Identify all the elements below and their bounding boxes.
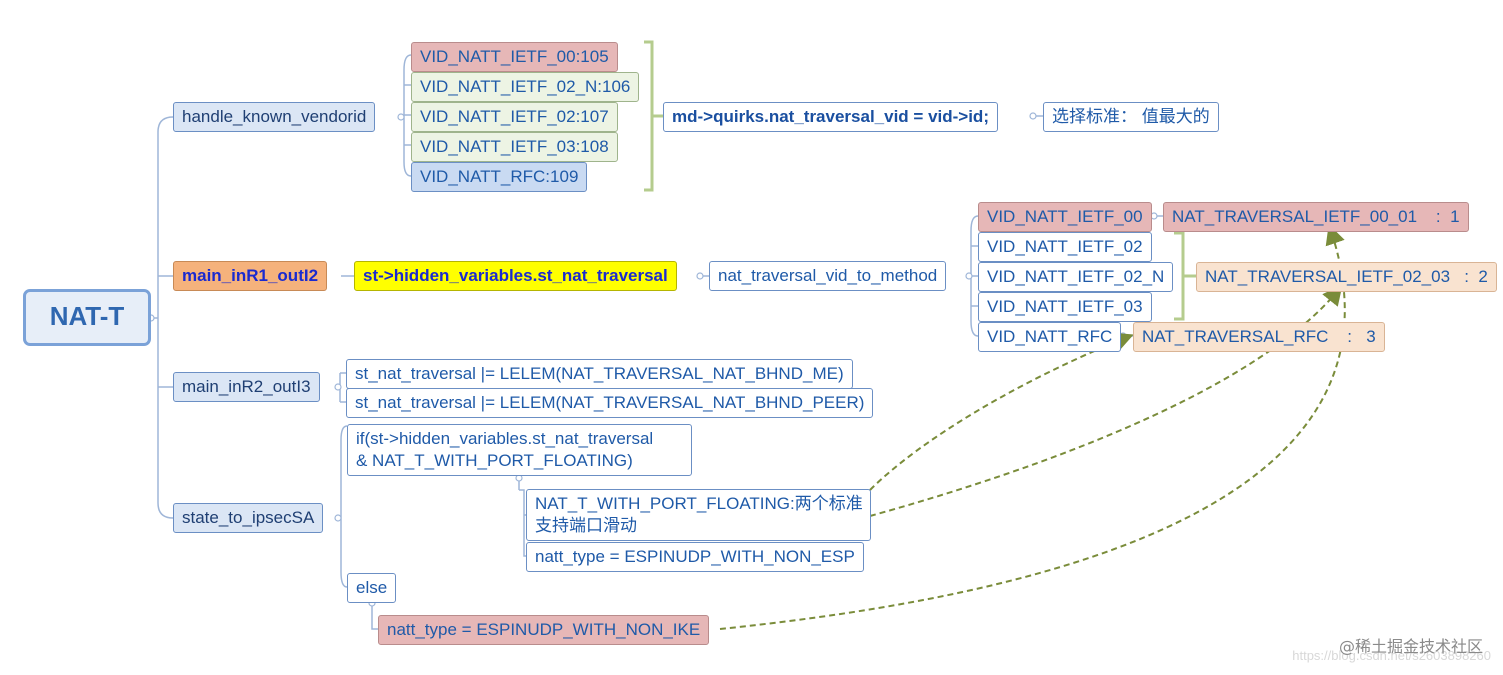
node-nat-traversal-ietf-02-03[interactable]: NAT_TRAVERSAL_IETF_02_03 : 2 (1196, 262, 1497, 292)
node-vid-to-method[interactable]: nat_traversal_vid_to_method (709, 261, 947, 291)
node-method-vid-ietf-02[interactable]: VID_NATT_IETF_02 (978, 232, 1152, 262)
node-hidden-variables[interactable]: st->hidden_variables.st_nat_traversal (354, 261, 677, 291)
node-method-vid-ietf-00[interactable]: VID_NATT_IETF_00 (978, 202, 1152, 232)
if-condition-line-1: if(st->hidden_variables.st_nat_traversal (356, 429, 654, 448)
node-vid-natt-ietf-00-105[interactable]: VID_NATT_IETF_00:105 (411, 42, 618, 72)
node-if-condition[interactable]: if(st->hidden_variables.st_nat_traversal… (347, 424, 692, 476)
node-bhnd-peer[interactable]: st_nat_traversal |= LELEM(NAT_TRAVERSAL_… (346, 388, 874, 418)
if-condition-line-2: & NAT_T_WITH_PORT_FLOATING) (356, 451, 633, 470)
node-nat-traversal-ietf-00-01[interactable]: NAT_TRAVERSAL_IETF_00_01 : 1 (1163, 202, 1469, 232)
node-handle-known-vendorid[interactable]: handle_known_vendorid (173, 102, 376, 132)
node-port-floating[interactable]: NAT_T_WITH_PORT_FLOATING:两个标准 支持端口滑动 (526, 489, 871, 541)
node-selection-note[interactable]: 选择标准： 值最大的 (1043, 102, 1219, 132)
ietf02-bracket (1174, 231, 1185, 321)
node-natt-non-ike[interactable]: natt_type = ESPINUDP_WITH_NON_IKE (378, 615, 710, 645)
port-floating-line-2: 支持端口滑动 (535, 516, 637, 535)
arrow-to-rfc (869, 332, 1134, 491)
node-method-vid-ietf-02-n[interactable]: VID_NATT_IETF_02_N (978, 262, 1174, 292)
node-method-vid-rfc[interactable]: VID_NATT_RFC (978, 322, 1122, 352)
node-bhnd-me[interactable]: st_nat_traversal |= LELEM(NAT_TRAVERSAL_… (346, 359, 853, 389)
node-state-to-ipsecsa[interactable]: state_to_ipsecSA (173, 503, 324, 533)
node-vid-natt-ietf-03-108[interactable]: VID_NATT_IETF_03:108 (411, 132, 618, 162)
node-vid-natt-ietf-02-n-106[interactable]: VID_NATT_IETF_02_N:106 (411, 72, 640, 102)
source-url: https://blog.csdn.net/s2603898260 (1292, 648, 1491, 663)
root-node-nat-t[interactable]: NAT-T (23, 289, 151, 346)
node-vid-natt-ietf-02-107[interactable]: VID_NATT_IETF_02:107 (411, 102, 618, 132)
node-quirks-assignment[interactable]: md->quirks.nat_traversal_vid = vid->id; (663, 102, 998, 132)
node-method-vid-ietf-03[interactable]: VID_NATT_IETF_03 (978, 292, 1152, 322)
node-natt-non-esp[interactable]: natt_type = ESPINUDP_WITH_NON_ESP (526, 542, 864, 572)
watermark: @稀土掘金技术社区 (1338, 637, 1483, 656)
node-vid-natt-rfc-109[interactable]: VID_NATT_RFC:109 (411, 162, 588, 192)
node-main-inr1-outi2[interactable]: main_inR1_outI2 (173, 261, 328, 291)
node-nat-traversal-rfc[interactable]: NAT_TRAVERSAL_RFC : 3 (1133, 322, 1385, 352)
node-main-inr2-outi3[interactable]: main_inR2_outI3 (173, 372, 320, 402)
vendor-bracket (644, 40, 654, 192)
port-floating-line-1: NAT_T_WITH_PORT_FLOATING:两个标准 (535, 494, 863, 513)
node-else[interactable]: else (347, 573, 397, 603)
